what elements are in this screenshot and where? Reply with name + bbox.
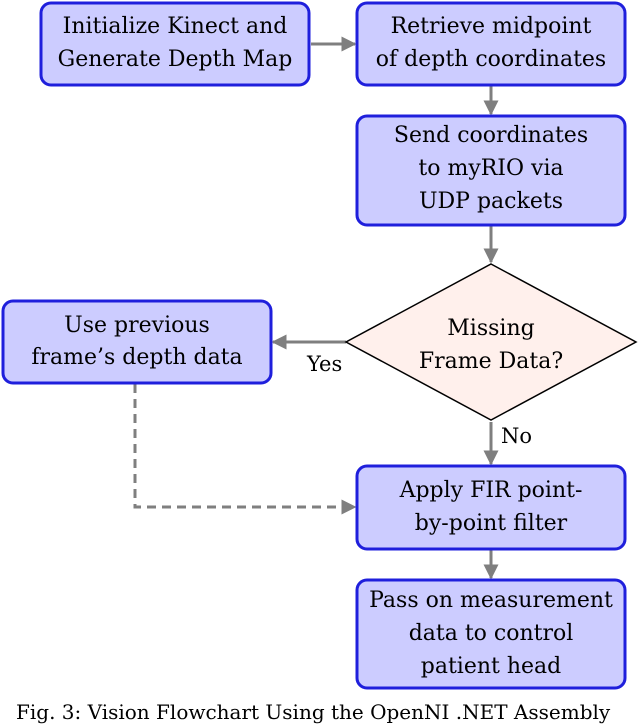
node-send-coordinates-box (355, 114, 627, 227)
flowchart-diagram: Initialize Kinect and Generate Depth Map… (1, 1, 638, 690)
arrow-previous-to-fir-dashed (133, 384, 357, 515)
node-initialize-kinect-line2: Generate Depth Map (58, 47, 293, 72)
node-pass-measurement-box (355, 578, 627, 690)
decision-line1: Missing (447, 316, 534, 341)
node-pass-measurement-line2: data to control (409, 621, 574, 646)
node-pass-measurement: Pass on measurement data to control pati… (355, 578, 627, 690)
connectors (133, 36, 499, 580)
node-missing-frame-decision: Missing Frame Data? (344, 263, 638, 421)
node-use-previous-frame: Use previous frame’s depth data (1, 299, 273, 385)
node-use-previous-frame-line2: frame’s depth data (31, 345, 242, 370)
node-retrieve-midpoint-box (355, 1, 627, 87)
node-send-coordinates: Send coordinates to myRIO via UDP packet… (355, 114, 627, 227)
node-send-coordinates-line1: Send coordinates (394, 123, 588, 148)
figure-caption: Fig. 3: Vision Flowchart Using the OpenN… (16, 700, 611, 724)
edge-label-no: No (501, 424, 532, 448)
node-use-previous-frame-box (1, 299, 273, 385)
node-pass-measurement-line3: patient head (421, 654, 562, 679)
node-initialize-kinect-box (39, 1, 311, 87)
node-send-coordinates-line2: to myRIO via (418, 156, 563, 181)
node-apply-fir-filter-line1: Apply FIR point- (399, 478, 583, 503)
node-initialize-kinect-line1: Initialize Kinect and (63, 14, 288, 39)
node-initialize-kinect: Initialize Kinect and Generate Depth Map (39, 1, 311, 87)
node-retrieve-midpoint: Retrieve midpoint of depth coordinates (355, 1, 627, 87)
decision-line2: Frame Data? (419, 349, 563, 374)
node-apply-fir-filter-box (355, 464, 627, 551)
decision-diamond (344, 263, 638, 421)
node-retrieve-midpoint-line1: Retrieve midpoint (391, 14, 592, 39)
node-pass-measurement-line1: Pass on measurement (369, 588, 613, 613)
node-use-previous-frame-line1: Use previous (64, 313, 210, 338)
node-retrieve-midpoint-line2: of depth coordinates (376, 47, 606, 72)
node-apply-fir-filter: Apply FIR point- by-point filter (355, 464, 627, 551)
edge-label-yes: Yes (306, 352, 342, 376)
node-send-coordinates-line3: UDP packets (419, 189, 563, 214)
node-apply-fir-filter-line2: by-point filter (415, 511, 568, 536)
